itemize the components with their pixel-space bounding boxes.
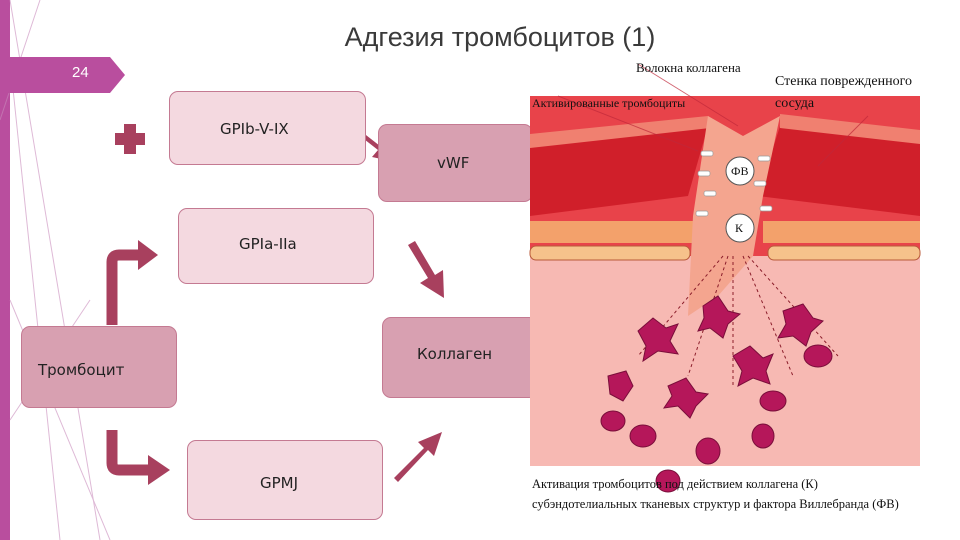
label-k: К: [735, 221, 744, 235]
bent-arrow-up-right: [106, 249, 140, 325]
bent-arrow-up-right-head: [138, 240, 158, 270]
figure-caption: Активация тромбоцитов под действием колл…: [532, 474, 958, 514]
node-gpib-label: GPIb-V-IX: [220, 120, 289, 138]
vessel-illustration: [529, 63, 921, 493]
label-activated-platelets: Активированные тромбоциты: [532, 96, 686, 110]
label-fv: ФВ: [731, 164, 749, 178]
slide-number-tab: [0, 57, 125, 93]
node-collagen: Коллаген: [382, 317, 538, 398]
arrow-gpia-to-collagen: [408, 241, 444, 298]
node-vwf-label: vWF: [437, 154, 470, 172]
node-platelet-label: Тромбоцит: [38, 361, 125, 379]
bent-arrow-down-right: [106, 430, 150, 476]
node-gpia: GPIa-IIa: [178, 208, 374, 284]
node-gpia-label: GPIa-IIa: [239, 235, 297, 253]
node-gpib: GPIb-V-IX: [169, 91, 366, 165]
node-platelet: Тромбоцит: [21, 326, 177, 408]
bent-arrow-down-right-head: [148, 455, 170, 485]
sidebar-stripe: [0, 0, 10, 540]
node-gpmj: GPMJ: [187, 440, 383, 520]
arrow-gpmj-to-collagen: [394, 432, 442, 482]
label-damaged-wall-2: сосуда: [775, 96, 815, 111]
figure-caption-line2: субэндотелиальных тканевых структур и фа…: [532, 497, 899, 511]
slide-number: 24: [72, 64, 89, 81]
label-damaged-wall-1: Стенка поврежденного: [775, 74, 912, 89]
plus-icon: [115, 124, 145, 154]
figure-caption-line1: Активация тромбоцитов под действием колл…: [532, 477, 818, 491]
slide-title: Адгезия тромбоцитов (1): [344, 22, 656, 52]
node-collagen-label: Коллаген: [417, 345, 493, 363]
diagram-arrows: [106, 121, 444, 485]
node-gpmj-label: GPMJ: [260, 474, 299, 492]
label-collagen-fibers: Волокна коллагена: [636, 60, 741, 75]
node-vwf: vWF: [378, 124, 533, 202]
